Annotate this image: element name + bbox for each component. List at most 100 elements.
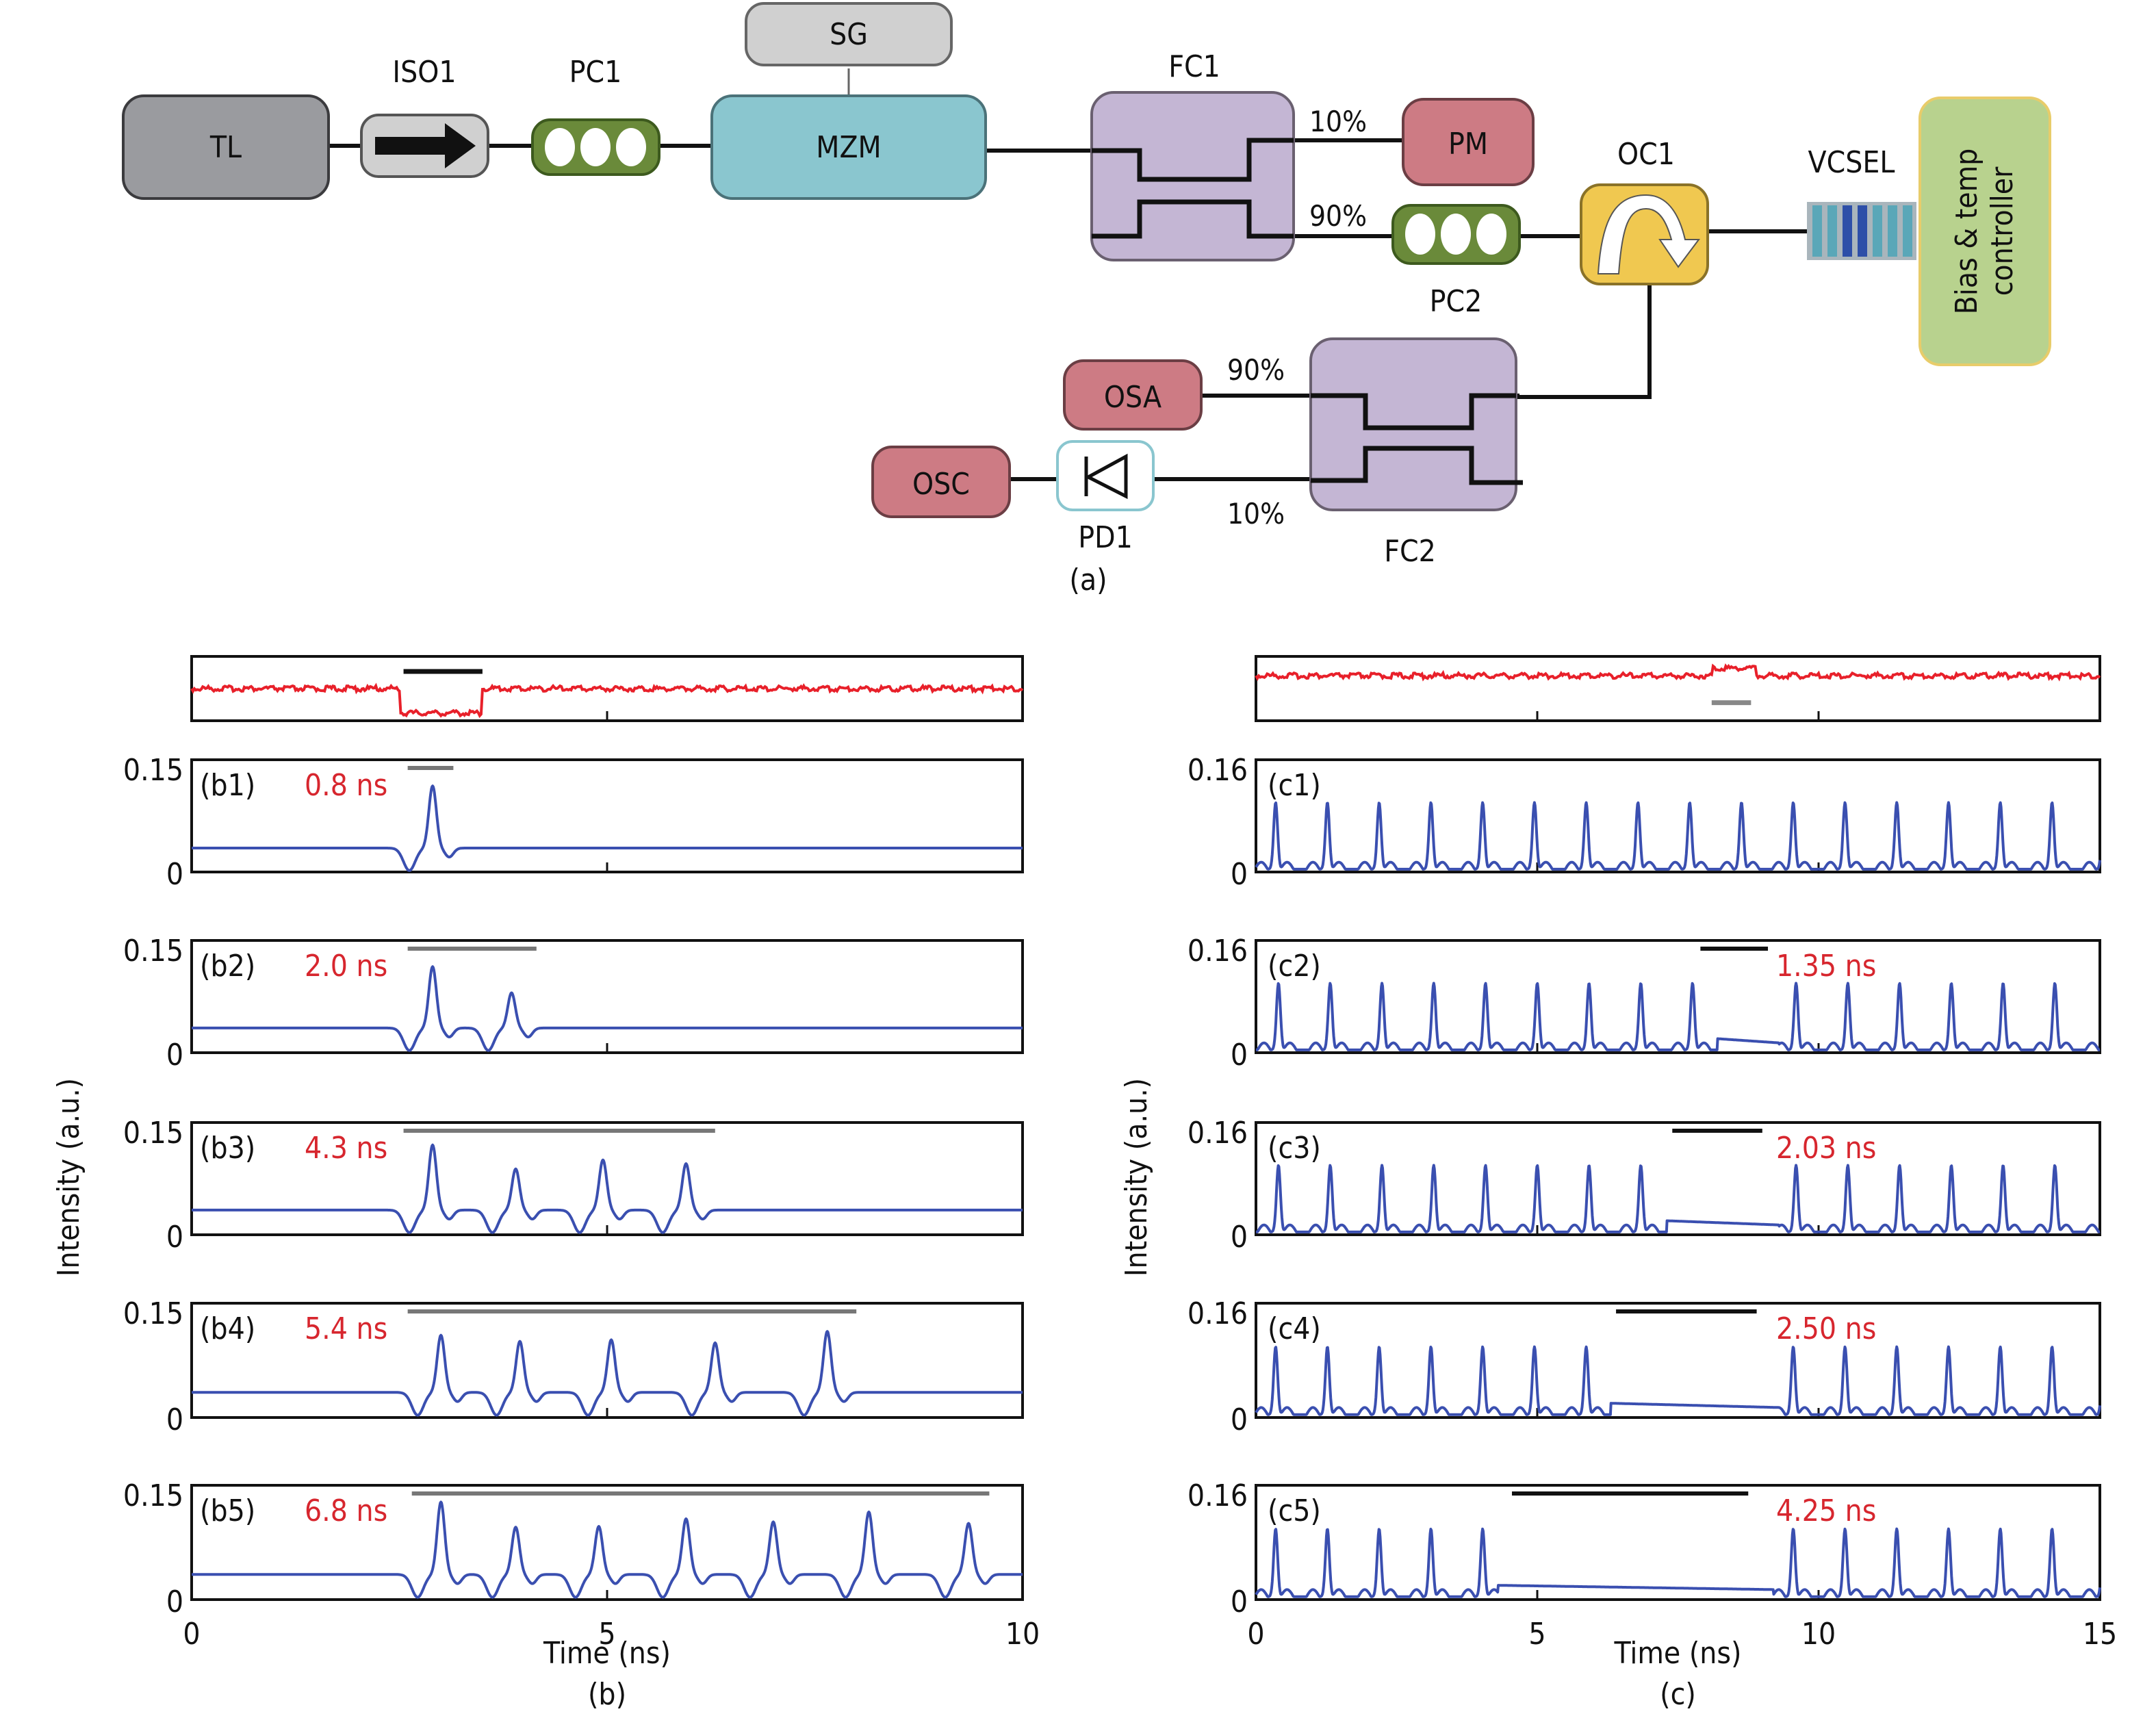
- fc2-upper-arm: [1311, 393, 1516, 431]
- fc1-upper-arm: [1092, 138, 1294, 182]
- osc-box: [871, 446, 1011, 518]
- intensity-trace: [1255, 801, 2101, 871]
- fc2-ratio-10: 10%: [1227, 497, 1285, 530]
- fc1-lower-arm: [1092, 199, 1294, 239]
- pd1-label: PD1: [1078, 520, 1133, 555]
- axes-frame: [1255, 1484, 2101, 1601]
- mzm-box: [710, 94, 987, 200]
- y-tick-label-zero: 0: [1231, 857, 1248, 892]
- y-tick-label-zero: 0: [1231, 1038, 1248, 1073]
- y-tick-label-zero: 0: [166, 1585, 183, 1619]
- subplot-c1: 0.160(c1): [1188, 753, 2101, 892]
- fiber-coupler-2: FC2 90% 10%: [1227, 337, 1523, 569]
- duration-label: 2.0 ns: [305, 949, 387, 984]
- x-tick-label: 15: [2083, 1617, 2117, 1652]
- setup-diagram: TL ISO1 PC1 SG MZM: [122, 2, 2051, 598]
- fc1-ratio-10: 10%: [1309, 105, 1367, 138]
- photodiode: PD1: [1056, 440, 1155, 555]
- axes-frame: [190, 758, 1024, 873]
- y-tick-label-zero: 0: [166, 857, 183, 892]
- signal-generator: SG: [745, 2, 953, 66]
- fc1-label: FC1: [1168, 49, 1220, 84]
- intensity-trace: [190, 1500, 1024, 1599]
- subplot-c5: 0.160(c5)4.25 ns: [1188, 1478, 2101, 1619]
- circulator-arrow-icon: [1597, 194, 1700, 274]
- fc1-ratio-90: 90%: [1309, 199, 1367, 233]
- mzm-label: MZM: [816, 130, 881, 165]
- sg-label: SG: [830, 17, 868, 52]
- y-axis-label: Intensity (a.u.): [1119, 1078, 1154, 1277]
- mach-zehnder-modulator: MZM: [710, 94, 987, 200]
- x-tick-label: 10: [1005, 1617, 1040, 1652]
- y-tick-label-zero: 0: [1231, 1220, 1248, 1255]
- tl-box: [122, 94, 330, 200]
- duration-label: 2.50 ns: [1776, 1311, 1876, 1346]
- pc1-label: PC1: [569, 55, 622, 90]
- subplot-b4: 0.150(b4)5.4 ns: [123, 1296, 1024, 1437]
- subplot-c4: 0.16 0 (c4) 2.50 ns: [1188, 1296, 2101, 1437]
- pm-box: [1402, 98, 1535, 186]
- bias-temp-controller: Bias & temp controller: [1918, 97, 2051, 366]
- x-tick-label: 0: [183, 1617, 200, 1652]
- subplot-label: (b1): [200, 768, 255, 803]
- y-tick-label-max: 0.16: [1188, 1296, 1248, 1331]
- vcsel-label: VCSEL: [1808, 145, 1895, 180]
- optical-spectrum-analyzer: OSA: [1063, 359, 1203, 431]
- y-tick-label-zero: 0: [1231, 1402, 1248, 1437]
- signal-trace: [1255, 663, 2101, 682]
- y-tick-label-max: 0.16: [1188, 934, 1248, 969]
- modulation-signal-subplot: [190, 655, 1024, 722]
- axes-frame: [1255, 1121, 2101, 1236]
- fc2-lower-arm: [1311, 446, 1523, 485]
- subplot-label: (b3): [200, 1131, 255, 1166]
- pc1-loop-icon: [616, 128, 646, 166]
- controller-box: [1918, 97, 2051, 366]
- intensity-trace: [1255, 1164, 2101, 1233]
- y-tick-label-max: 0.15: [123, 1296, 183, 1331]
- x-axis-label: Time (ns): [1614, 1636, 1742, 1671]
- subplot-label: (c4): [1268, 1311, 1321, 1346]
- pc1-loop-icon: [580, 128, 611, 166]
- duration-label: 5.4 ns: [305, 1311, 387, 1346]
- fc2-label: FC2: [1384, 534, 1436, 569]
- vcsel: VCSEL: [1807, 145, 1916, 260]
- duration-label: 4.25 ns: [1776, 1493, 1876, 1528]
- signal-axes-frame: [1255, 655, 2101, 722]
- x-tick-label: 10: [1801, 1617, 1836, 1652]
- chart-panel-b: 0.150(b1)0.8 ns0.150(b2)2.0 ns0.150(b3)4…: [51, 655, 1040, 1712]
- intensity-trace: [190, 1143, 1024, 1234]
- x-axis-label: Time (ns): [543, 1636, 671, 1671]
- subplot-b5: 0.150(b5)6.8 ns: [123, 1478, 1024, 1619]
- y-tick-label-max: 0.16: [1188, 1116, 1248, 1151]
- fc2-box: [1309, 337, 1517, 511]
- axes-frame: [1255, 758, 2101, 873]
- modulation-signal-subplot: [1255, 655, 2101, 722]
- chart-panel-c: 0.160(c1)0.160(c2)1.35 ns0.160(c3)2.03 n…: [1119, 655, 2117, 1712]
- x-tick-label: 5: [1528, 1617, 1545, 1652]
- subplot-label: (c2): [1268, 949, 1321, 984]
- intensity-trace: [1255, 1527, 2101, 1598]
- subplot-label: (c5): [1268, 1493, 1321, 1528]
- subplot-c3: 0.160(c3)2.03 ns: [1188, 1116, 2101, 1255]
- subplot-label: (b4): [200, 1311, 255, 1346]
- arrow-right-icon: [375, 123, 476, 168]
- optical-circulator: OC1: [1580, 137, 1709, 285]
- caption-a: (a): [1069, 563, 1107, 598]
- intensity-trace: [1255, 1345, 2101, 1416]
- osa-label: OSA: [1104, 380, 1162, 415]
- subplot-label: (c1): [1268, 768, 1321, 803]
- controller-label-line2: controller: [1985, 166, 2020, 296]
- duration-label: 0.8 ns: [305, 768, 387, 803]
- y-tick-label-max: 0.15: [123, 934, 183, 969]
- duration-label: 2.03 ns: [1776, 1131, 1876, 1166]
- subplot-b2: 0.150(b2)2.0 ns: [123, 934, 1024, 1073]
- duration-label: 1.35 ns: [1776, 949, 1876, 984]
- panel-caption: (c): [1660, 1677, 1696, 1712]
- controller-label-line1: Bias & temp: [1949, 149, 1984, 315]
- pc1-loop-icon: [545, 128, 575, 166]
- tl-label: TL: [209, 130, 242, 165]
- subplot-label: (b2): [200, 949, 255, 984]
- pc2-loop-icon: [1476, 214, 1506, 255]
- duration-label: 4.3 ns: [305, 1131, 387, 1166]
